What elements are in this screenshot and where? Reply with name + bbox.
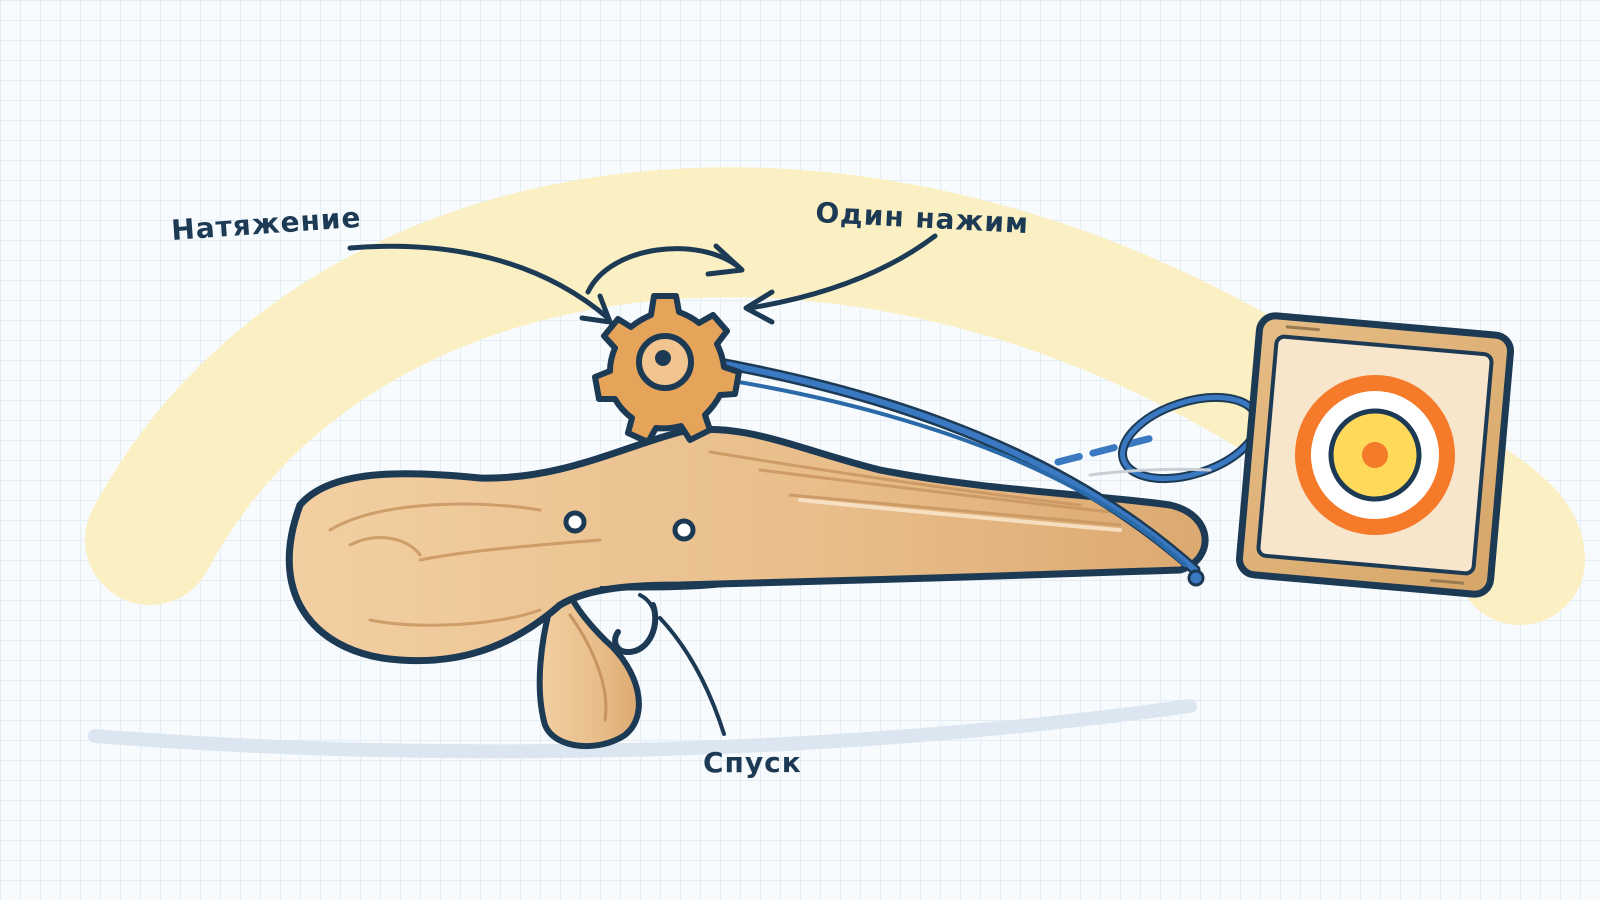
target-icon [1235, 312, 1515, 598]
ground-shadow [88, 699, 1197, 759]
gear-icon [592, 293, 742, 445]
trigger-callout-line [658, 616, 726, 736]
motion-trail [1088, 467, 1212, 477]
band-lower [658, 368, 1187, 567]
grip-grain [568, 613, 608, 722]
tension-label: Натяжение [170, 201, 362, 247]
trigger-guard-line [638, 593, 658, 624]
wood-grain [328, 450, 1122, 627]
rubber-band [634, 344, 1205, 587]
curved-arrow-icon [585, 243, 745, 295]
gun-body [285, 425, 1209, 750]
tension-arrow [347, 243, 613, 325]
trigger-label: Спуск [703, 746, 802, 779]
gun-stock [285, 425, 1209, 665]
gun-grip [536, 592, 642, 750]
band-upper-fill [637, 347, 1198, 573]
wood-shine [798, 498, 1122, 532]
motion-dash [1054, 434, 1156, 466]
rivet [672, 518, 696, 542]
rivet [563, 510, 587, 534]
barrel-underline [599, 581, 741, 591]
band-end-knot [1187, 569, 1205, 587]
one-press-arrow [743, 233, 938, 325]
trigger-hook [612, 602, 659, 655]
